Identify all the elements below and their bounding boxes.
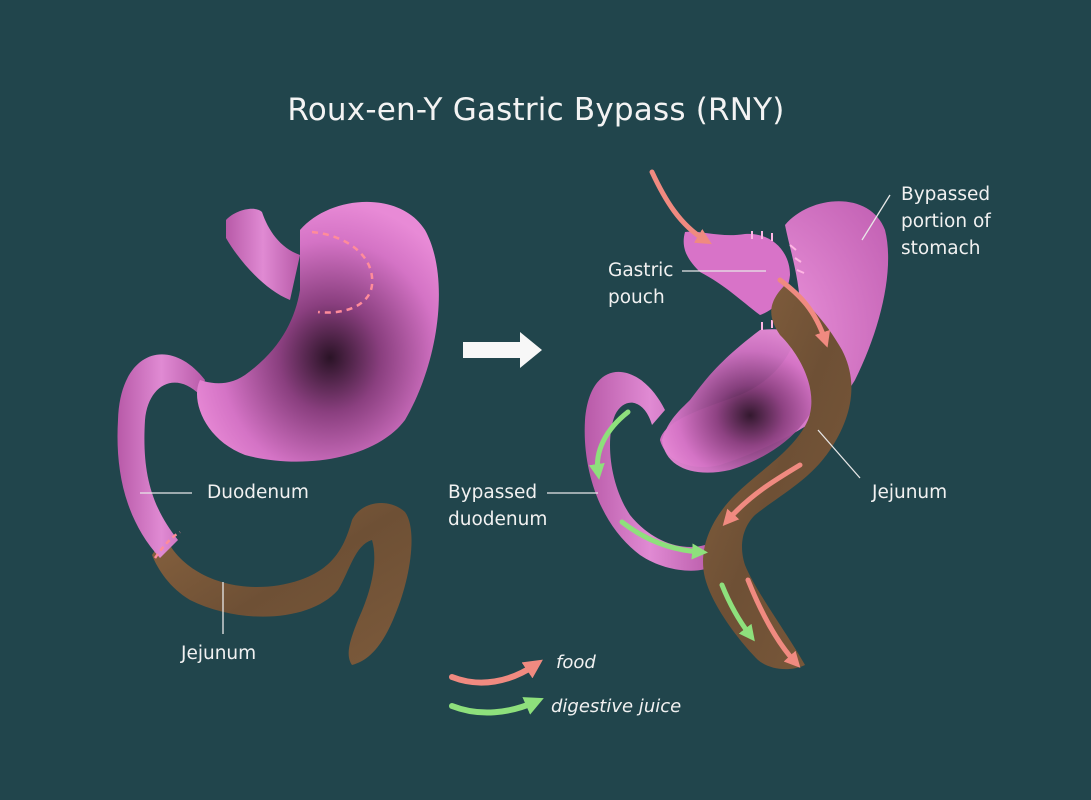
legend-digestive-juice-label: digestive juice bbox=[551, 696, 682, 717]
left-stomach-shape bbox=[197, 201, 439, 462]
label-right-jejunum: Jejunum bbox=[872, 482, 948, 503]
legend-food-label: food bbox=[556, 652, 596, 673]
label-gastric-pouch-line-1: Gastric bbox=[608, 260, 674, 281]
diagram-title: Roux-en-Y Gastric Bypass (RNY) bbox=[287, 92, 785, 128]
label-bypassed-duodenum: Bypassed duodenum bbox=[448, 479, 547, 533]
legend-juice-arrow bbox=[449, 697, 544, 716]
label-bypassed-stomach: Bypassed portion of stomach bbox=[901, 181, 991, 262]
label-bypassed-duodenum-line-1: Bypassed bbox=[448, 482, 538, 503]
jejunum-leader bbox=[817, 429, 861, 479]
left-jejunum-shape bbox=[152, 502, 412, 665]
transition-arrow bbox=[463, 332, 542, 368]
label-gastric-pouch-line-2: pouch bbox=[608, 287, 665, 308]
staple-line bbox=[751, 231, 805, 330]
left-esophagus-shape bbox=[226, 208, 300, 300]
bypassed-duodenum-shape bbox=[584, 371, 715, 571]
left-stomach-cut-line bbox=[311, 230, 374, 314]
label-left-jejunum: Jejunum bbox=[181, 643, 257, 664]
remnant-stomach-shape bbox=[662, 329, 823, 473]
label-bypassed-stomach-line-1: Bypassed bbox=[901, 184, 991, 205]
food-flow-arrows bbox=[649, 169, 831, 668]
label-duodenum: Duodenum bbox=[207, 482, 309, 503]
legend-food-arrow bbox=[449, 659, 543, 686]
left-duodenum-cut-line bbox=[153, 530, 181, 559]
gastric-pouch-shape bbox=[683, 231, 790, 315]
normal-anatomy bbox=[117, 201, 439, 665]
bypass-anatomy bbox=[547, 169, 891, 670]
digestive-juice-arrows bbox=[588, 409, 755, 642]
label-gastric-pouch: Gastric pouch bbox=[608, 257, 673, 311]
label-bypassed-stomach-line-2: portion of bbox=[901, 211, 991, 232]
label-bypassed-stomach-line-3: stomach bbox=[901, 238, 981, 259]
bypassed-stomach-leader bbox=[861, 194, 891, 241]
label-bypassed-duodenum-line-2: duodenum bbox=[448, 509, 548, 530]
left-duodenum-shape bbox=[117, 354, 205, 558]
